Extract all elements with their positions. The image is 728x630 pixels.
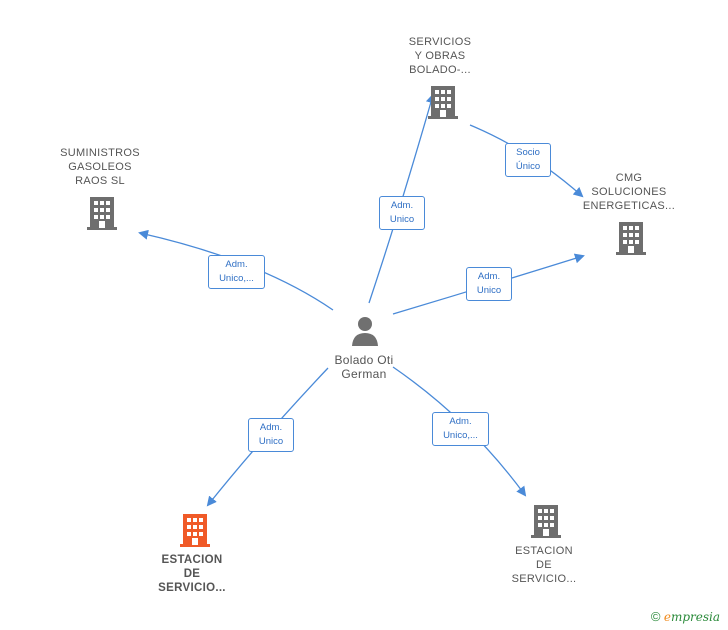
relation-label[interactable]: Adm. Unico: [466, 267, 512, 301]
company-label-cmg[interactable]: CMG SOLUCIONES ENERGETICAS...: [582, 172, 676, 212]
relation-label[interactable]: Socio Único: [505, 143, 551, 177]
relation-label[interactable]: Adm. Unico,...: [432, 412, 489, 446]
brand-name: mpresia: [670, 610, 720, 624]
building-icon-highlighted[interactable]: [180, 513, 210, 552]
relation-label[interactable]: Adm. Unico: [379, 196, 425, 230]
brand-initial: e: [663, 610, 671, 624]
center-person-name[interactable]: Bolado Oti German: [334, 353, 394, 381]
building-icon[interactable]: [531, 504, 561, 543]
empresia-brand: © empresia: [651, 609, 720, 624]
building-icon[interactable]: [616, 221, 646, 260]
relation-label[interactable]: Adm. Unico,...: [208, 255, 265, 289]
building-icon[interactable]: [87, 196, 117, 235]
company-label-servicios-obras[interactable]: SERVICIOS Y OBRAS BOLADO-...: [408, 36, 472, 76]
company-label-estacion-2[interactable]: ESTACION DE SERVICIO...: [511, 545, 577, 585]
building-icon[interactable]: [428, 85, 458, 124]
person-icon[interactable]: [350, 315, 380, 352]
company-label-suministros[interactable]: SUMINISTROS GASOLEOS RAOS SL: [60, 147, 140, 187]
relation-label[interactable]: Adm. Unico: [248, 418, 294, 452]
company-label-estacion-1[interactable]: ESTACION DE SERVICIO...: [158, 554, 226, 594]
copyright-symbol: ©: [650, 609, 661, 624]
